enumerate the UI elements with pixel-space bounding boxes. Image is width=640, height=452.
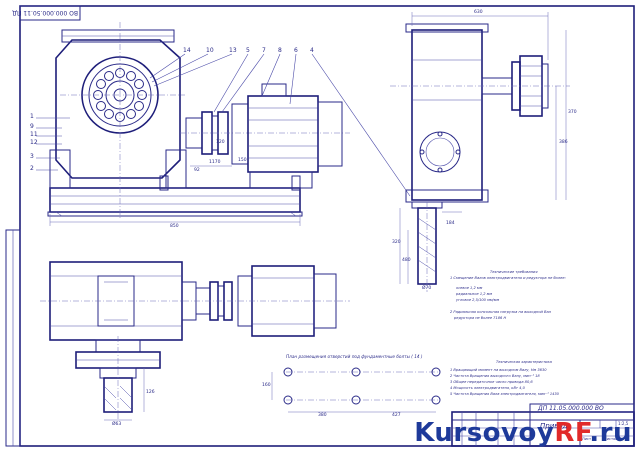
part-number: 4 — [310, 47, 314, 54]
dim-label: 630 — [474, 10, 483, 15]
part-number: 8 — [278, 47, 282, 54]
site-watermark: KursovoyRF.ru — [414, 418, 632, 448]
part-number: 5 — [246, 47, 250, 54]
watermark-main: Kursovoy — [414, 418, 555, 448]
tech-req-line: радиальное 1,2 мм — [456, 292, 493, 296]
code-label-rotated: ВО 000.000.50.11 ПД — [12, 9, 78, 16]
part-number: 1 — [30, 113, 34, 120]
dim-label: 427 — [392, 413, 401, 418]
watermark-tld: .ru — [589, 418, 632, 448]
dim-label: 320 — [392, 240, 401, 245]
part-number: 7 — [262, 47, 266, 54]
dim-label: 120 — [216, 140, 225, 145]
scale-value: 1:2,5 — [618, 421, 629, 426]
hole-plan-caption: План размещения отверстий под фундаментн… — [286, 354, 423, 359]
dim-label: 150 — [238, 158, 247, 163]
tech-char-line: 5 Частота Вращения Вала электродвигателя… — [450, 392, 559, 396]
tech-req-line: угловое 2,5/100 мм/мм — [456, 298, 500, 302]
tech-char-line: 2 Частота Вращения выходного Валу, мин⁻¹… — [450, 374, 540, 378]
tech-char-title: Техническая характеристика — [496, 360, 552, 364]
tech-char-line: 4 Мощность электродвигателя, кВт 4,0 — [450, 386, 525, 390]
doc-code: ДП 11.05.000.000 ВО — [538, 405, 604, 412]
part-number: 13 — [229, 47, 237, 54]
front-view — [36, 22, 411, 226]
side-view — [390, 12, 570, 292]
dim-label: Ø63 — [112, 422, 122, 427]
code-box — [19, 5, 81, 21]
part-number: 3 — [30, 153, 34, 160]
part-number: 6 — [294, 47, 298, 54]
plan-view — [40, 261, 350, 421]
watermark-rf: RF — [554, 418, 590, 448]
part-number: 14 — [183, 47, 191, 54]
title-block — [451, 403, 635, 447]
hole-plan — [271, 367, 441, 413]
dim-label: 92 — [194, 168, 200, 173]
dim-label: 126 — [146, 390, 155, 395]
tech-char-line: 1 Вращающий момент на выходном Валу, Нм … — [450, 368, 547, 372]
part-number: 9 — [30, 123, 34, 130]
tech-req-line: редуктора не более 7186 Н — [454, 316, 507, 320]
drawing-title: Привод — [540, 422, 568, 430]
part-number: 2 — [30, 165, 34, 172]
tech-req-title: Технические требования — [490, 270, 538, 274]
part-number: 12 — [30, 139, 38, 146]
tech-char-line: 3 Общее передаточное число привода 80,6 — [450, 380, 533, 384]
sheet-label: Лист — [582, 437, 592, 441]
sheets-label: Листов 1 — [604, 437, 621, 441]
sheet-frame — [19, 5, 635, 447]
tech-req-line: осевое 1,2 мм — [456, 286, 483, 290]
tech-req-line: 2 Радиальная консольная нагрузка на выхо… — [450, 310, 551, 314]
dim-label: 386 — [559, 140, 568, 145]
part-number: 11 — [30, 131, 38, 138]
dim-label: 850 — [170, 224, 179, 229]
dim-label: 160 — [262, 383, 271, 388]
dim-label: Ø70 — [422, 286, 432, 291]
dim-label: 1170 — [209, 160, 221, 165]
dim-label: 370 — [568, 110, 577, 115]
part-number: 10 — [206, 47, 214, 54]
dim-label: 480 — [402, 258, 411, 263]
tech-req-line: 1 Смещение Валов электродвигателя и реду… — [450, 276, 566, 280]
dim-label: 184 — [446, 221, 455, 226]
dim-label: 380 — [318, 413, 327, 418]
